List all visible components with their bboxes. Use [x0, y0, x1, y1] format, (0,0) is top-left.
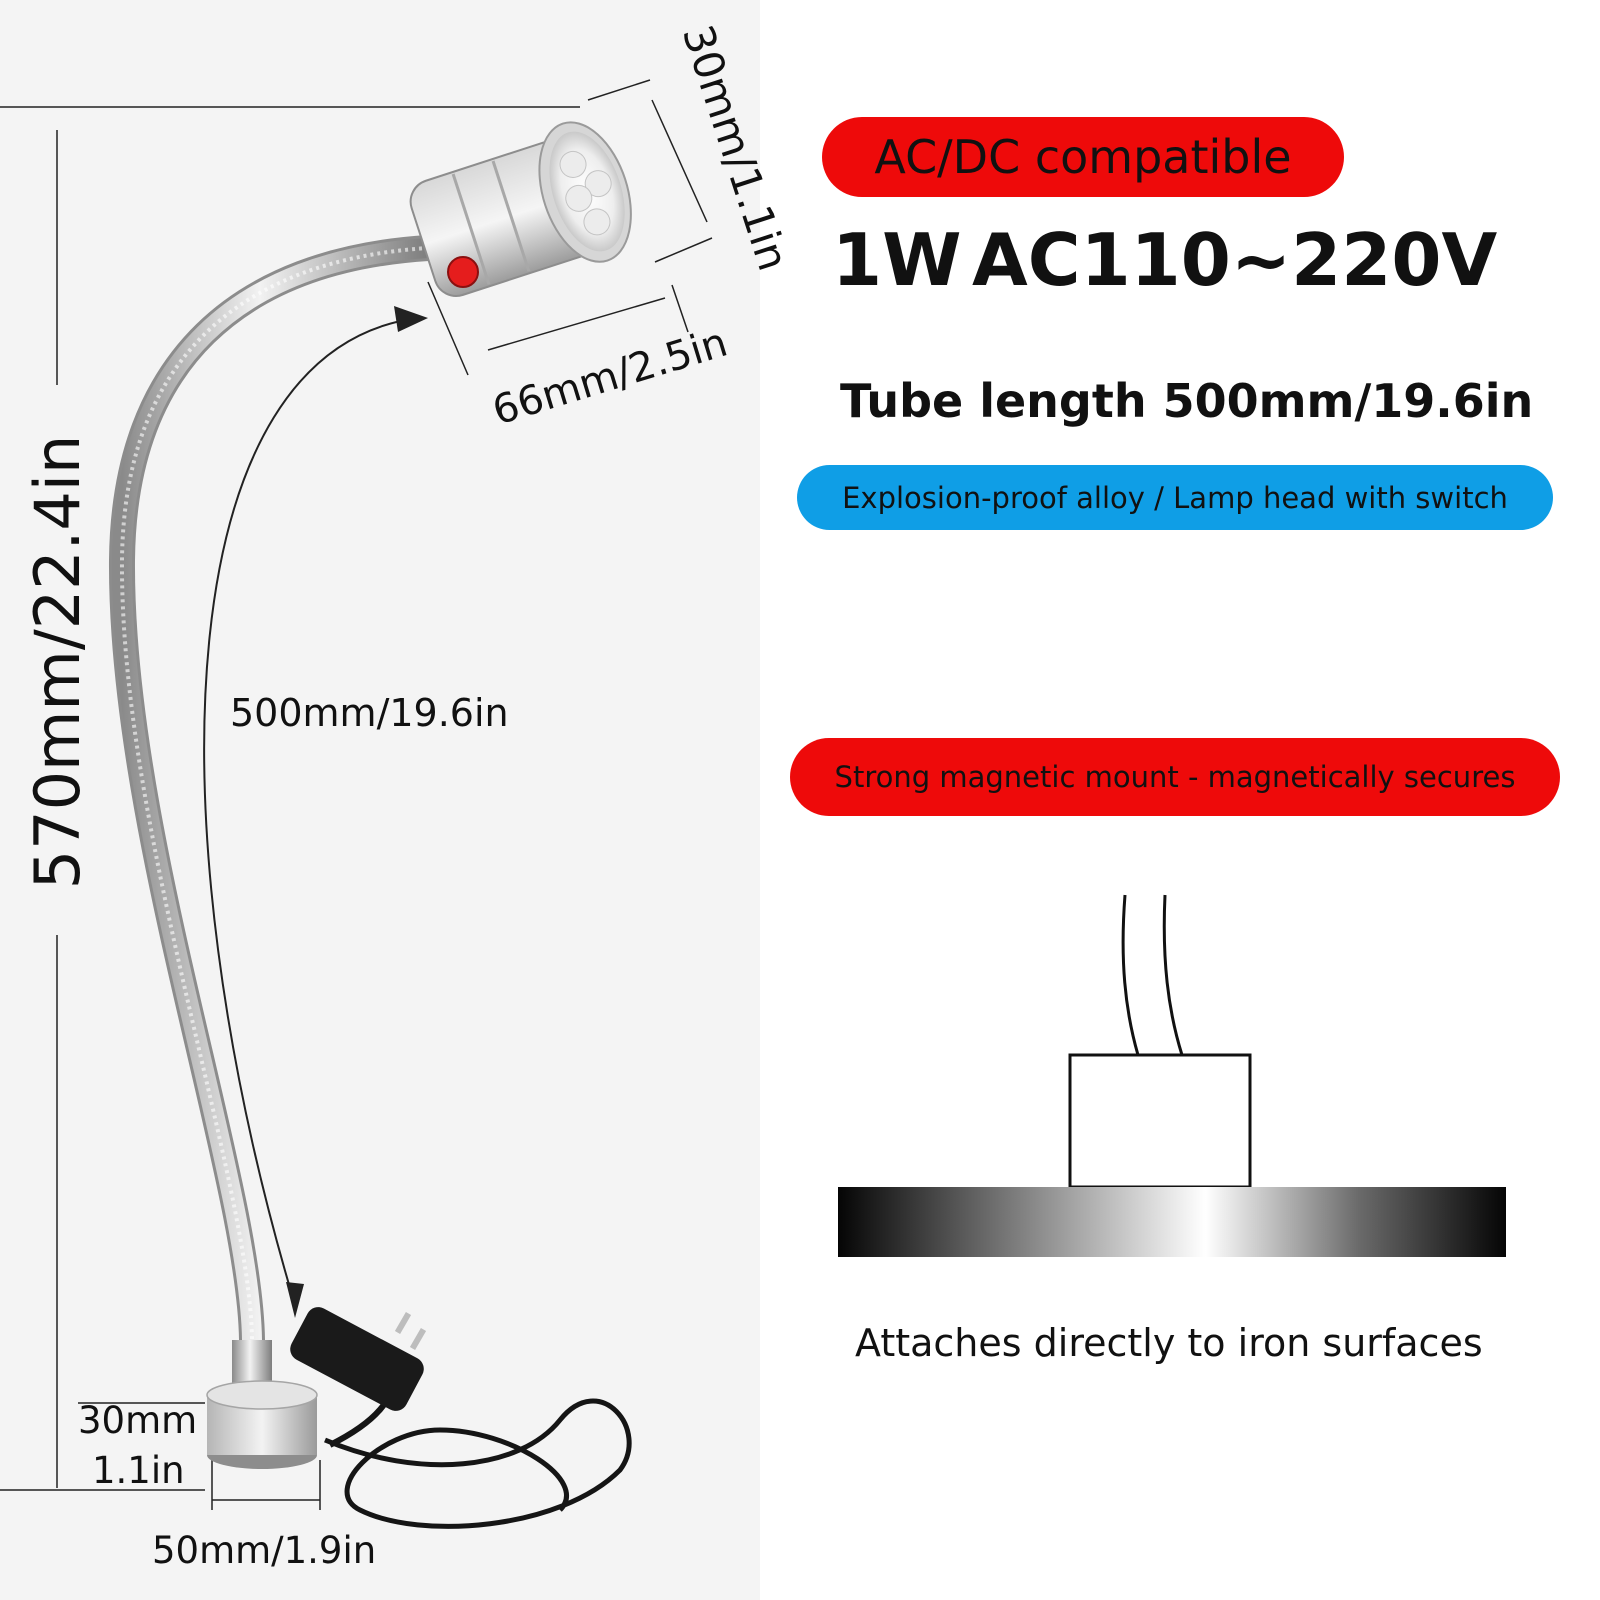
power-switch-icon: [447, 256, 479, 288]
compat-badge: AC/DC compatible: [822, 117, 1344, 197]
total-height-label: 570mm/22.4in: [21, 434, 94, 890]
power-rating: 1W: [832, 218, 962, 302]
power-plug: [290, 1307, 632, 1529]
base-height-mm-label: 30mm: [78, 1399, 198, 1442]
arrow-head-bottom: [286, 1282, 304, 1318]
magnet-badge-text: Strong magnetic mount - magnetically sec…: [834, 760, 1516, 794]
lamp-head: [409, 121, 632, 297]
material-badge-text: Explosion-proof alloy / Lamp head with s…: [842, 480, 1508, 515]
base-height-in-label: 1.1in: [92, 1449, 185, 1492]
magnetic-base: [206, 1340, 318, 1469]
tube-length-dimension-label: 500mm/19.6in: [230, 691, 509, 735]
compat-badge-text: AC/DC compatible: [874, 130, 1292, 184]
voltage-rating: AC110~220V: [972, 218, 1498, 302]
attach-caption: Attaches directly to iron surfaces: [855, 1321, 1483, 1365]
tube-length-spec: Tube length 500mm/19.6in: [840, 374, 1534, 428]
dimension-lines: [0, 79, 713, 1510]
magnet-badge: Strong magnetic mount - magnetically sec…: [790, 738, 1560, 816]
magnet-diagram-icon: [838, 894, 1506, 1257]
tube-length-arrow: [203, 317, 419, 1306]
lamp-photo-panel: [0, 0, 760, 1600]
arrow-head-top: [394, 306, 428, 332]
gooseneck-tube: [108, 235, 441, 1408]
base-width-label: 50mm/1.9in: [152, 1529, 377, 1572]
material-badge: Explosion-proof alloy / Lamp head with s…: [797, 465, 1553, 530]
